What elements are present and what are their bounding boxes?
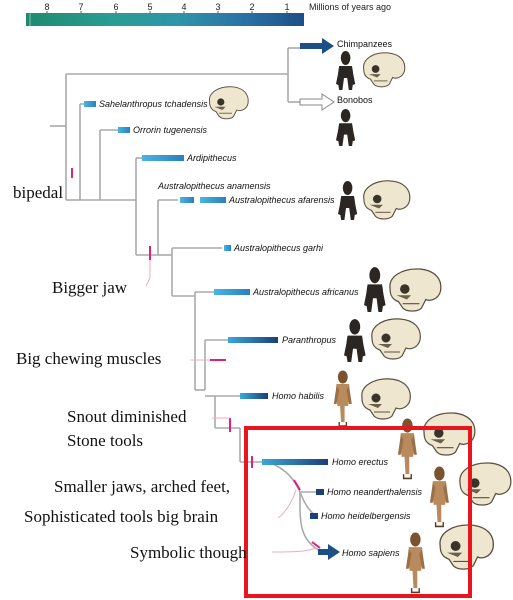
annotation-smaller-jaws: Smaller jaws, arched feet, <box>54 477 230 496</box>
species-label-neanderthalensis: Homo neanderthalensis <box>327 487 423 497</box>
trait-markers <box>71 168 321 553</box>
species-label-africanus: Australopithecus africanus <box>252 287 359 297</box>
ardipithecus-bar <box>142 155 184 161</box>
species-label-anamensis: Australopithecus anamensis <box>157 181 271 191</box>
species-label-orrorin: Orrorin tugenensis <box>133 125 208 135</box>
sapiens-skull <box>439 524 494 570</box>
species-label-afarensis: Australopithecus afarensis <box>228 195 335 205</box>
afarensis-figure <box>338 181 358 220</box>
bonobo-figure <box>336 108 356 146</box>
timescale-label: Millions of years ago <box>309 2 391 12</box>
habilis-bar <box>240 393 268 399</box>
tick-label: 3 <box>215 2 220 12</box>
species-label-chimpanzees: Chimpanzees <box>337 39 393 49</box>
annotation-bipedal: bipedal <box>13 183 63 202</box>
sapiens-figure <box>405 531 426 594</box>
trait-annotations: bipedal Bigger jaw Big chewing muscles S… <box>13 183 247 562</box>
species-labels: Chimpanzees Bonobos Sahelanthropus tchad… <box>99 39 423 558</box>
annotation-stone-tools: Stone tools <box>67 431 143 450</box>
bonobo-arrow <box>299 93 335 111</box>
species-label-sapiens: Homo sapiens <box>342 548 400 558</box>
timescale: 8 7 6 5 4 3 2 1 Millions of years ago <box>26 2 391 26</box>
species-label-bonobos: Bonobos <box>337 95 373 105</box>
species-label-ardipithecus: Ardipithecus <box>186 153 237 163</box>
highlight-box <box>244 426 472 598</box>
annotation-chewing-muscles: Big chewing muscles <box>16 349 161 368</box>
orrorin-bar <box>118 127 130 133</box>
sahelanthropus-bar <box>84 101 96 107</box>
chimpanzee-skull <box>363 52 406 88</box>
tick-label: 7 <box>78 2 83 12</box>
species-label-paranthropus: Paranthropus <box>282 335 337 345</box>
species-label-habilis: Homo habilis <box>272 391 325 401</box>
tick-label: 5 <box>147 2 152 12</box>
paranthropus-figure <box>344 319 366 362</box>
timescale-bar <box>26 13 304 26</box>
erectus-bar <box>262 459 328 465</box>
annotation-bigger-jaw: Bigger jaw <box>52 278 128 297</box>
afarensis-skull <box>363 180 411 220</box>
annotation-sophisticated-tools: Sophisticated tools big brain <box>24 507 219 526</box>
tick-label: 6 <box>113 2 118 12</box>
species-label-garhi: Australopithecus garhi <box>233 243 324 253</box>
paranthropus-bar <box>228 337 278 343</box>
habilis-figure <box>333 369 353 427</box>
neanderthal-skull <box>459 462 512 506</box>
sahelanthropus-skull <box>208 86 249 120</box>
afarensis-bar <box>200 197 226 203</box>
habilis-skull <box>361 378 411 420</box>
chimp-arrow <box>300 38 334 54</box>
species-label-heidelbergensis: Homo heidelbergensis <box>321 511 411 521</box>
erectus-skull <box>423 412 476 456</box>
tick-label: 4 <box>181 2 186 12</box>
africanus-bar <box>214 289 250 295</box>
tick-label: 1 <box>284 2 289 12</box>
tick-label: 2 <box>249 2 254 12</box>
sapiens-arrow <box>318 544 340 560</box>
africanus-skull <box>389 268 442 312</box>
heidelbergensis-bar <box>310 513 318 519</box>
garhi-bar <box>224 245 231 251</box>
tick-label: 8 <box>44 2 49 12</box>
paranthropus-skull <box>371 318 421 360</box>
africanus-figure <box>364 267 386 312</box>
neanderthalensis-bar <box>316 489 324 495</box>
annotation-snout: Snout diminished <box>67 407 187 426</box>
neanderthal-figure <box>429 465 450 528</box>
species-bars <box>84 101 328 519</box>
chimpanzee-figure <box>336 51 356 90</box>
anamensis-bar <box>180 197 194 203</box>
annotation-symbolic: Symbolic though <box>130 543 247 562</box>
species-label-erectus: Homo erectus <box>332 457 389 467</box>
species-label-sahelanthropus: Sahelanthropus tchadensis <box>99 99 208 109</box>
